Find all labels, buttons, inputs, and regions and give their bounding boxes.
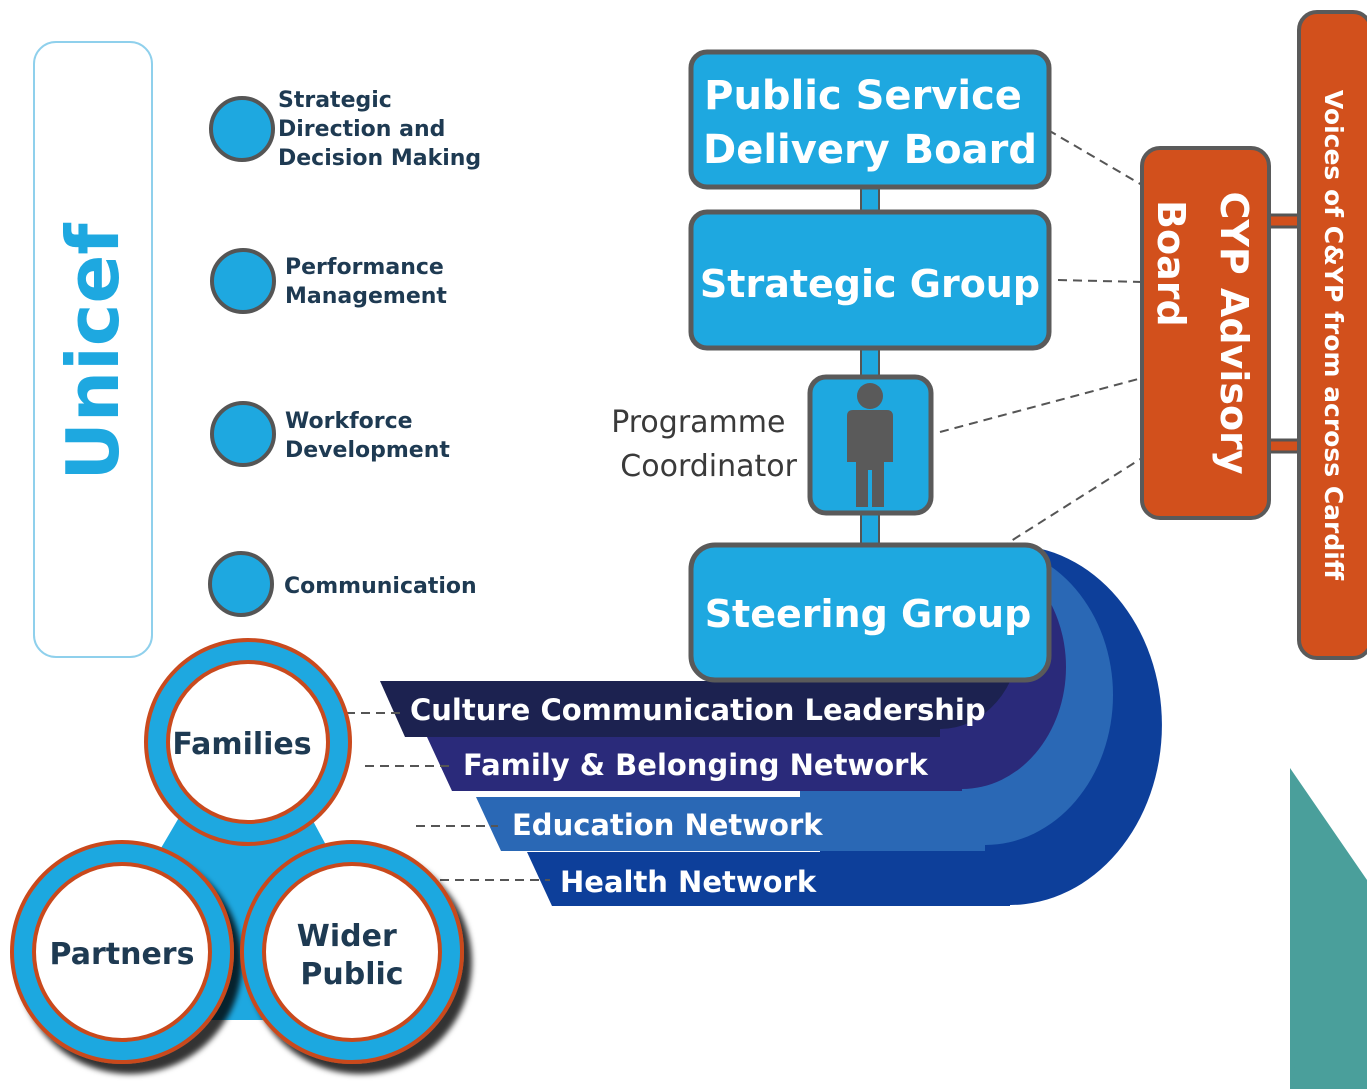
network-label-health: Health Network [560, 865, 817, 899]
network-bands: Culture Communication Leadership Family … [380, 681, 1010, 906]
network-label-culture: Culture Communication Leadership [410, 693, 986, 727]
pillar-label: Direction and [278, 117, 445, 142]
band-health-network [527, 852, 1010, 906]
pillar-label: Decision Making [278, 146, 481, 171]
pillar-communication: Communication [208, 551, 477, 617]
svg-text:Programme Coordinator: Programme Coordinator [611, 405, 797, 484]
advisory-title-line2: Board [1149, 200, 1193, 327]
wider-public-label: Public [300, 957, 403, 992]
band-connectors [346, 712, 550, 881]
psdb-title: Public Service [704, 73, 1022, 119]
psdb-title: Delivery Board [703, 127, 1037, 173]
programme-coordinator: Programme Coordinator [611, 374, 934, 516]
svg-text:Wider Public: Wider Public [297, 919, 407, 992]
steering-group-box: Steering Group [688, 542, 1052, 683]
network-label-education: Education Network [512, 808, 823, 842]
advisory-connectors [939, 129, 1143, 549]
pillar-bullet-icon [208, 551, 274, 617]
wider-public-node [240, 840, 464, 1064]
pillar-label: Management [285, 284, 447, 309]
advisory-title-line1: CYP Advisory [1212, 191, 1256, 474]
coordinator-label: Programme [611, 405, 785, 440]
families-label: Families [172, 727, 311, 762]
strategic-group-title: Strategic Group [700, 262, 1040, 306]
strategic-group-box: Strategic Group [688, 209, 1052, 351]
pillar-workforce-development: Workforce Development [210, 401, 450, 467]
coordinator-label: Coordinator [620, 449, 797, 484]
svg-text:Performance Management: Performance Management [285, 255, 452, 309]
pillar-label: Workforce [285, 409, 413, 434]
cyp-advisory-board: CYP Advisory Board [1140, 146, 1271, 520]
pillar-bullet-icon [210, 401, 276, 467]
public-service-delivery-board: Public Service Delivery Board [688, 49, 1052, 190]
partners-label: Partners [50, 937, 195, 972]
pillar-label: Performance [285, 255, 444, 280]
pillar-label: Development [285, 438, 450, 463]
pillar-bullet-icon [210, 248, 276, 314]
wider-public-label: Wider [297, 919, 397, 954]
pillar-performance-management: Performance Management [210, 248, 452, 314]
svg-text:Strategic Direction and: Strategic Direction and Decision Making [278, 88, 481, 171]
unicef-label: Unicef [51, 223, 135, 481]
band-family-belonging [427, 737, 962, 791]
band-culture-communication [380, 681, 940, 737]
pillar-label: Strategic [278, 88, 392, 113]
svg-text:Workforce Development: Workforce Development [285, 409, 450, 463]
stakeholder-trefoil: Families Partners Wider Public [10, 638, 464, 1064]
person-icon [847, 383, 893, 507]
steering-group-title: Steering Group [705, 592, 1032, 636]
unicef-panel: Unicef [33, 41, 153, 658]
network-label-family: Family & Belonging Network [463, 748, 928, 782]
partners-node [10, 840, 234, 1064]
pillar-label: Communication [284, 574, 477, 599]
families-node: Families [144, 638, 352, 846]
pillar-strategic-direction: Strategic Direction and Decision Making [209, 88, 481, 171]
pillar-bullet-icon [209, 96, 275, 162]
voices-label: Voices of C&YP from across Cardiff [1319, 90, 1348, 581]
band-education-network [476, 797, 985, 851]
svg-text:Public Service Delivery: Public Service Delivery Board [703, 73, 1037, 173]
